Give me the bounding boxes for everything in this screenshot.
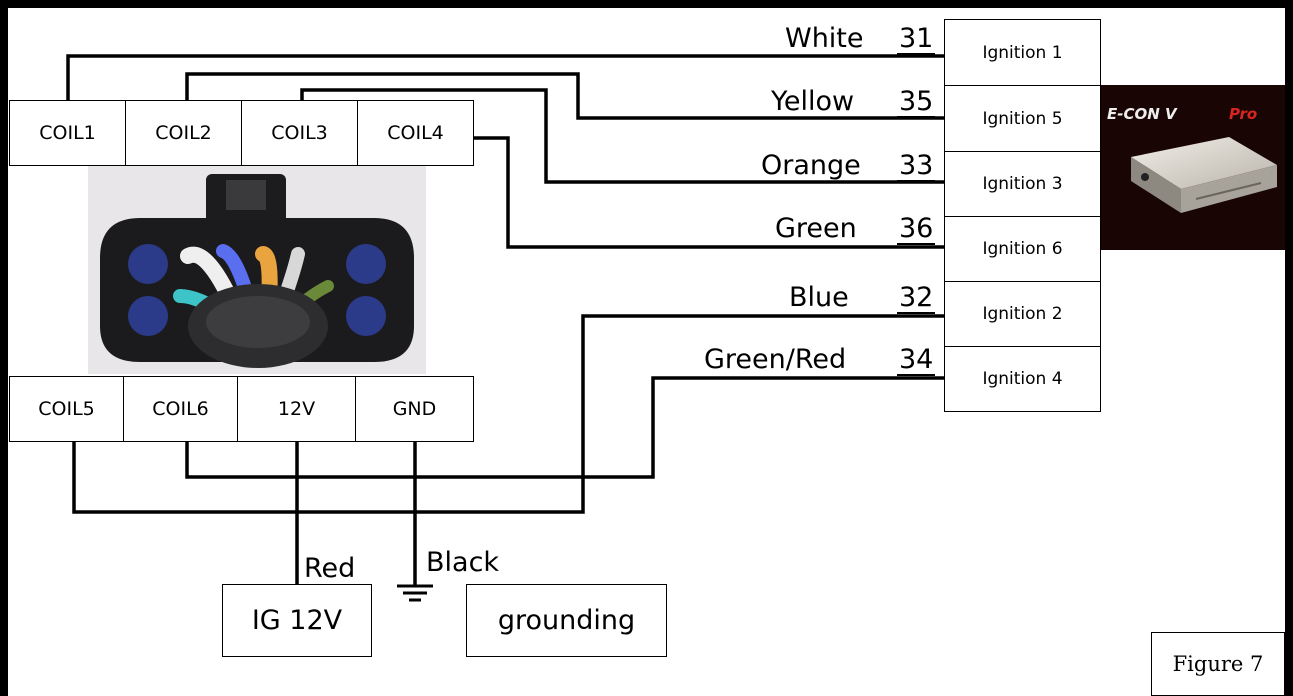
ignition-6-box: Ignition 6: [944, 216, 1101, 282]
wire-orange: [300, 88, 945, 184]
connector-pin-coil3: COIL3: [241, 100, 358, 166]
ecu-logo-icon: E-CON V: [1107, 105, 1178, 123]
ignition-4-box: Ignition 4: [944, 346, 1101, 412]
wire-label-black: Black: [426, 547, 500, 578]
wire-green-red: [185, 376, 945, 479]
connector-pin-coil4: COIL4: [357, 100, 474, 166]
ignition-2-box: Ignition 2: [944, 281, 1101, 347]
ignition-5-box: Ignition 5: [944, 85, 1101, 152]
svg-text:Pro: Pro: [1229, 105, 1257, 123]
wire-green: [472, 136, 945, 249]
connector-pin-coil6: COIL6: [123, 376, 238, 442]
wire-label-white: White: [785, 23, 864, 54]
connector-pin-coil2: COIL2: [125, 100, 242, 166]
wire-label-orange: Orange: [761, 150, 861, 181]
wire-blue: [72, 314, 945, 514]
pin-number-34: 34: [896, 344, 936, 376]
pin-number-31: 31: [896, 23, 936, 55]
coil-connector-photo: [88, 166, 426, 374]
wire-label-red: Red: [304, 553, 356, 584]
connector-pin-coil5: COIL5: [9, 376, 124, 442]
ignition-1-box: Ignition 1: [944, 19, 1101, 86]
ground-symbol: [397, 584, 433, 602]
grounding-box: grounding: [466, 584, 667, 657]
connector-pin-gnd: GND: [355, 376, 474, 442]
ignition-3-box: Ignition 3: [944, 151, 1101, 217]
wire-label-green: Green: [775, 213, 857, 244]
wire-label-green-red: Green/Red: [704, 344, 847, 375]
ig-12v-box: IG 12V: [222, 584, 372, 657]
pin-number-33: 33: [896, 150, 936, 182]
wire-white: [66, 54, 945, 100]
pin-number-32: 32: [896, 282, 936, 314]
pin-number-35: 35: [896, 86, 936, 118]
connector-pin-coil1: COIL1: [9, 100, 126, 166]
ecu-product-image: E-CON V Pro: [1101, 85, 1285, 250]
connector-pin-12v: 12V: [237, 376, 356, 442]
wire-label-yellow: Yellow: [771, 86, 855, 117]
wire-label-blue: Blue: [789, 282, 849, 313]
wire-yellow: [185, 72, 945, 120]
figure-label: Figure 7: [1151, 632, 1285, 696]
pin-number-36: 36: [896, 213, 936, 245]
